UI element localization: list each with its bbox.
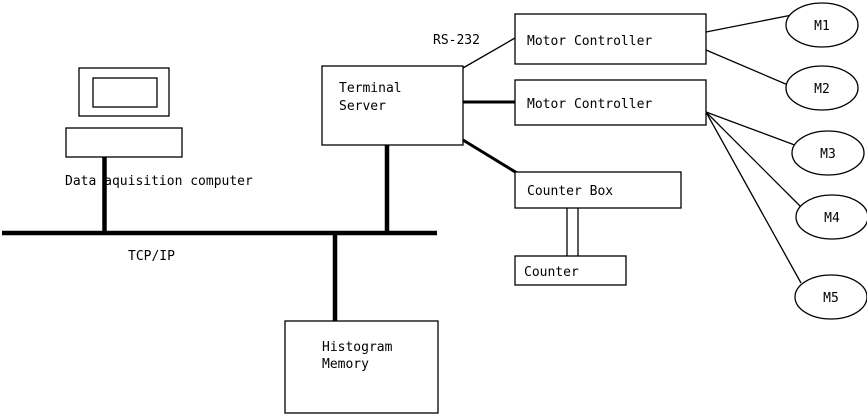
node-motor-m3[interactable]: M3 [791, 130, 865, 176]
connector-motor-controller-1-to-m1 [705, 14, 793, 33]
connector-terminal-server-to-counter-box [462, 138, 518, 175]
connector-terminal-server-to-motor-controller-1 [462, 37, 516, 69]
connector-motor-controller-2-to-m3 [705, 111, 801, 148]
node-motor-m1[interactable]: M1 [785, 2, 859, 48]
computer-label: Data aquisition computer [65, 174, 253, 189]
terminal-server-box [321, 65, 464, 146]
connector-motor-controller-2-to-m5 [705, 111, 802, 284]
motor-controller-2-box [514, 79, 707, 126]
histogram-memory-label-line2: Memory [322, 357, 369, 372]
histogram-memory-label-line1: Histogram [322, 340, 393, 355]
motor-m4-ellipse [795, 194, 867, 240]
rs232-label: RS-232 [433, 33, 480, 48]
counter-box-rect [514, 171, 682, 209]
motor-m5-ellipse [794, 274, 867, 320]
terminal-server-label-line1: Terminal [339, 81, 402, 96]
node-motor-controller-1[interactable]: Motor Controller [514, 13, 707, 65]
motor-controller-2-label: Motor Controller [527, 97, 652, 112]
node-terminal-server[interactable]: Terminal Server [321, 65, 464, 146]
motor-m2-label: M2 [814, 82, 830, 97]
motor-m1-ellipse [785, 2, 859, 48]
terminal-server-label-line2: Server [339, 99, 386, 114]
histogram-memory-box [284, 320, 439, 414]
motor-m4-label: M4 [824, 211, 840, 226]
node-histogram-memory[interactable]: Histogram Memory [284, 320, 439, 414]
counter-rect [514, 255, 627, 286]
computer-monitor-screen [92, 77, 158, 108]
counter-box-label: Counter Box [527, 184, 613, 199]
motor-controller-1-label: Motor Controller [527, 34, 652, 49]
motor-m1-label: M1 [814, 19, 830, 34]
counter-label: Counter [524, 265, 579, 280]
motor-controller-1-box [514, 13, 707, 65]
node-counter-box[interactable]: Counter Box [514, 171, 682, 209]
node-motor-m5[interactable]: M5 [794, 274, 867, 320]
connector-motor-controller-2-to-m4 [705, 111, 807, 213]
motor-m5-label: M5 [823, 291, 839, 306]
motor-m3-label: M3 [820, 147, 836, 162]
node-data-acquisition-computer[interactable]: Data aquisition computer [65, 67, 253, 189]
connector-motor-controller-1-to-m2 [705, 49, 796, 89]
node-motor-m4[interactable]: M4 [795, 194, 867, 240]
computer-base-unit [65, 127, 183, 158]
motor-m3-ellipse [791, 130, 865, 176]
node-counter[interactable]: Counter [514, 255, 627, 286]
node-motor-m2[interactable]: M2 [785, 65, 859, 111]
motor-m2-ellipse [785, 65, 859, 111]
tcpip-bus-label: TCP/IP [128, 249, 175, 264]
node-motor-controller-2[interactable]: Motor Controller [514, 79, 707, 126]
